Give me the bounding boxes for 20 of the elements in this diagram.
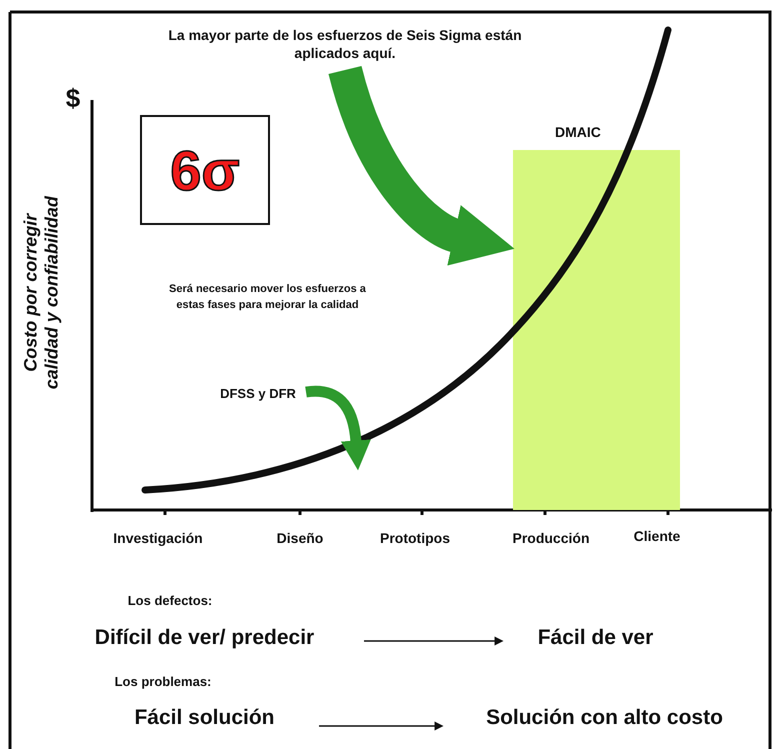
section-heading: Los problemas: [114, 673, 212, 691]
state-text: Fácil solución [112, 704, 297, 732]
axis-tick-label: Cliente [632, 527, 682, 546]
state-text: Difícil de ver/ predecir [62, 624, 347, 652]
arrow [319, 722, 444, 730]
state-text: Fácil de ver [518, 624, 673, 652]
axis-title: Costo por corregir calidad y confiabilidad [20, 195, 62, 392]
note-text: Será necesario mover los esfuerzos a estas fases para mejorar la calidad [168, 282, 367, 313]
state-text: Solución con alto costo [452, 704, 757, 732]
sigma-box: 6σ [140, 115, 270, 225]
axis-tick-label: Producción [511, 529, 590, 548]
arrow [364, 636, 504, 646]
phase-label: DFSS y DFR [212, 386, 304, 404]
section-heading: Los defectos: [126, 592, 214, 610]
annotation-text: La mayor parte de los esfuerzos de Seis Sigma están aplicados aquí. [150, 26, 540, 68]
axis-tick-label: Investigación [112, 529, 204, 548]
axis-tick-label: Prototipos [379, 529, 451, 548]
arrow [328, 65, 513, 264]
axis-tick-label: Diseño [276, 529, 324, 548]
currency-symbol: $ [64, 82, 82, 115]
